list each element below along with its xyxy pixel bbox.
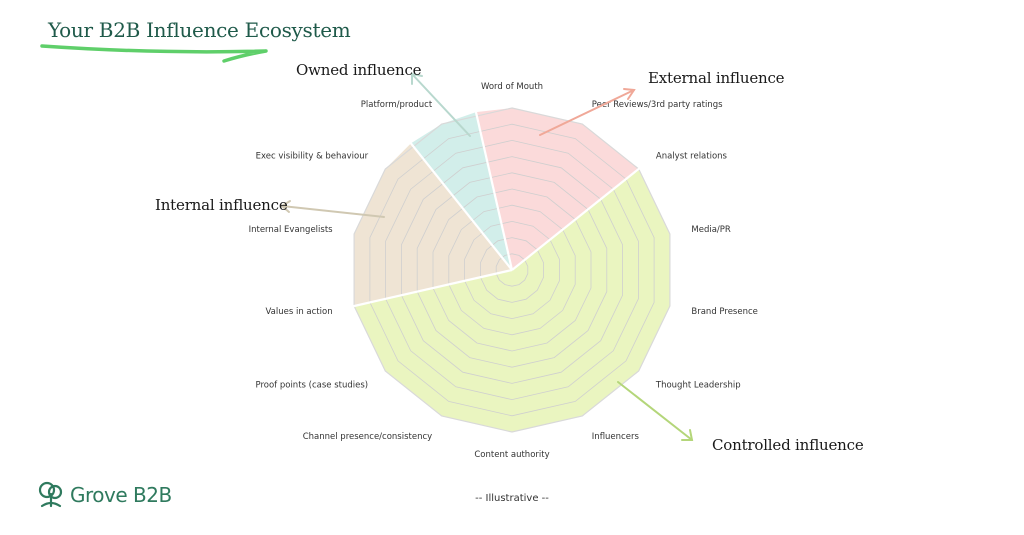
tree-icon	[38, 481, 63, 508]
radar-ring	[385, 139, 639, 401]
spoke-label: Platform/product	[361, 100, 433, 110]
segment-owned	[411, 112, 512, 270]
segment-divider	[511, 166, 641, 271]
radar-ring	[464, 220, 560, 320]
controlled-arrow	[617, 381, 694, 441]
segment-internal	[354, 143, 512, 306]
radar-ring	[432, 188, 592, 352]
segment-divider	[351, 268, 513, 308]
title-underline	[40, 44, 268, 63]
spoke-label: Brand Presence	[691, 307, 757, 317]
spoke-label: Thought Leadership	[655, 381, 741, 391]
radar-ring	[479, 237, 544, 303]
controlled-influence-label: Controlled influence	[712, 436, 864, 454]
radar-ring	[416, 172, 608, 368]
spoke-label: Channel presence/consistency	[303, 432, 432, 442]
spoke-label: Analyst relations	[656, 151, 728, 161]
spoke-label: Values in action	[266, 307, 333, 317]
segment-controlled	[354, 169, 670, 432]
segment-divider	[474, 109, 514, 271]
owned-arrow	[411, 72, 471, 137]
spoke-label: Exec visibility & behaviour	[256, 151, 369, 161]
radar-ring	[495, 253, 529, 287]
spoke-label: Proof points (case studies)	[255, 381, 368, 391]
radar-ring	[353, 107, 671, 433]
radar-ring	[369, 123, 655, 417]
external-influence-label: External influence	[648, 69, 785, 87]
external-arrow	[539, 88, 636, 136]
radar-ring	[400, 156, 623, 384]
brand-name: Grove B2B	[70, 483, 172, 507]
segment-external	[476, 108, 639, 270]
page-title: Your B2B Influence Ecosystem	[48, 18, 351, 42]
spoke-label: Media/PR	[691, 225, 731, 235]
internal-arrow	[280, 200, 385, 218]
owned-influence-label: Owned influence	[296, 61, 422, 79]
spoke-label: Influencers	[592, 432, 640, 442]
spoke-label: Peer Reviews/3rd party ratings	[592, 100, 723, 110]
spoke-label: Internal Evangelists	[249, 225, 334, 235]
spoke-label: Word of Mouth	[481, 82, 543, 92]
illustrative-footnote: -- Illustrative --	[475, 493, 549, 504]
radar-ring	[448, 204, 576, 336]
internal-influence-label: Internal influence	[155, 196, 288, 214]
brand-logo: Grove B2B	[36, 480, 172, 510]
segment-divider	[408, 141, 513, 271]
spoke-label: Content authority	[474, 450, 549, 460]
